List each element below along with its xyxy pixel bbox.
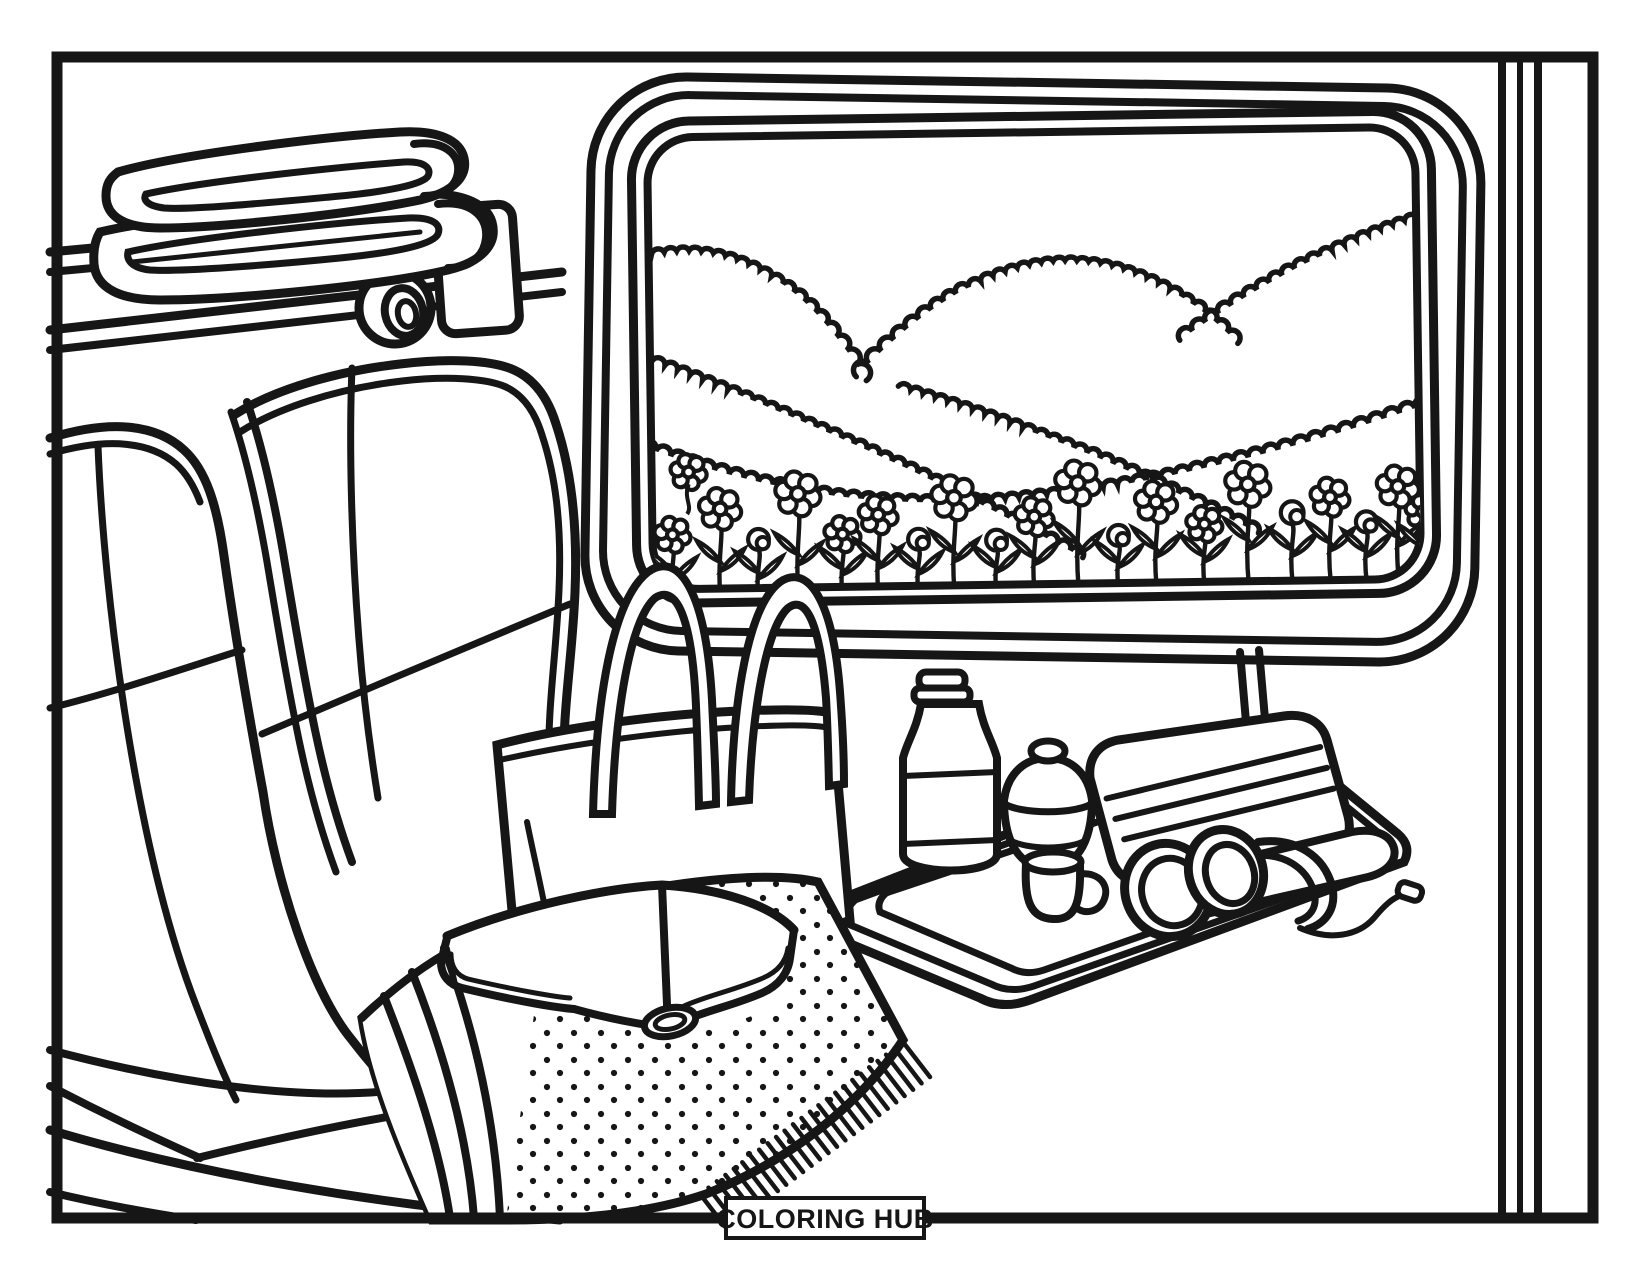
seat-far-left-edge bbox=[243, 398, 356, 866]
flower bbox=[1393, 493, 1422, 582]
badge-label: COLORING HUB bbox=[716, 1204, 934, 1234]
flower bbox=[967, 527, 1026, 590]
right-wall-trim bbox=[1498, 62, 1542, 1213]
flower bbox=[1127, 478, 1186, 590]
flower bbox=[668, 451, 709, 516]
flower bbox=[813, 514, 872, 590]
seat-far-seam-vertical bbox=[347, 364, 382, 802]
bench-cushion-top bbox=[46, 1046, 402, 1098]
bowl-lid-rim bbox=[998, 798, 1098, 816]
seat-near-piping bbox=[46, 440, 204, 506]
hill-left bbox=[646, 244, 874, 384]
folded-blanket-top bbox=[101, 127, 470, 233]
book-right-stack-line bbox=[681, 945, 791, 1009]
lunch-box-lid-lines bbox=[1103, 744, 1337, 843]
seat-far-left-piping bbox=[227, 408, 340, 876]
blanket-fringe bbox=[697, 1039, 933, 1232]
cup-handle bbox=[1074, 870, 1110, 916]
book-ring-inner bbox=[652, 1011, 688, 1033]
rack-roller-hub bbox=[394, 298, 420, 330]
headphones bbox=[1120, 825, 1426, 942]
bottle-cap-band bbox=[910, 684, 974, 706]
flower bbox=[1219, 459, 1277, 589]
flower bbox=[1369, 463, 1422, 583]
luggage-rack bbox=[45, 127, 567, 354]
flower bbox=[1337, 509, 1396, 585]
ear-cup-right-inner bbox=[1201, 841, 1259, 907]
hill-center bbox=[850, 254, 1243, 380]
flower bbox=[889, 526, 948, 590]
meadow-edge-right bbox=[961, 394, 1422, 508]
flower bbox=[849, 493, 908, 590]
book-left-stack-line bbox=[448, 951, 573, 1001]
near-train-seat bbox=[45, 422, 409, 1225]
flower bbox=[691, 485, 750, 590]
headband-inner bbox=[1248, 851, 1319, 925]
headphone-cable bbox=[1297, 891, 1407, 939]
seat-near-edge bbox=[45, 422, 409, 1101]
flower bbox=[1089, 522, 1148, 590]
brand-badge: COLORING HUB bbox=[716, 1196, 934, 1240]
bowl-knob bbox=[1027, 737, 1069, 765]
flower bbox=[730, 526, 788, 590]
flower bbox=[769, 469, 828, 590]
tray-table bbox=[815, 646, 1426, 1009]
bench-seam bbox=[46, 1082, 204, 1162]
bottle-label-line bbox=[900, 837, 1000, 847]
seat-near-seam-vertical bbox=[94, 442, 240, 1104]
tea-cup bbox=[1021, 848, 1110, 923]
flower bbox=[1263, 499, 1322, 587]
book-left-stack bbox=[436, 934, 578, 1013]
hill-right bbox=[1175, 208, 1422, 343]
badge-box bbox=[724, 1196, 926, 1240]
window-outer-frame bbox=[580, 72, 1486, 667]
water-bottle bbox=[899, 668, 1001, 875]
hill-ridge-center bbox=[895, 380, 1263, 536]
flower bbox=[1175, 504, 1234, 590]
bowl-rim bbox=[1007, 837, 1089, 851]
folded-blanket-bottom bbox=[89, 189, 498, 305]
cable-clip bbox=[1394, 879, 1426, 904]
bottle-label-line bbox=[900, 769, 1000, 779]
bag-handle-left bbox=[588, 562, 721, 818]
headband bbox=[1254, 837, 1338, 933]
open-book bbox=[436, 880, 799, 1041]
cup-body bbox=[1021, 859, 1085, 923]
seat-near-seam-diagonal bbox=[46, 646, 246, 712]
cup-opening bbox=[1021, 848, 1085, 876]
flower bbox=[1005, 495, 1064, 590]
flower bbox=[1049, 458, 1107, 590]
bottle-body bbox=[899, 700, 1001, 875]
bag-handle-right bbox=[726, 573, 849, 807]
seat-far-seam-diagonal bbox=[258, 600, 574, 738]
